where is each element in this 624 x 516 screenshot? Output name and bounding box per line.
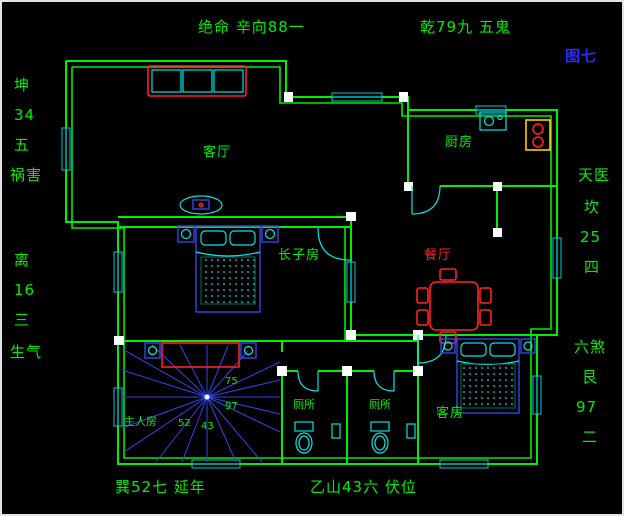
annotation-left-lower-3: 三 — [14, 311, 30, 329]
dining-set — [416, 268, 492, 344]
toilet-fixture-right — [370, 421, 416, 454]
room-label-guest: 客房 — [436, 405, 464, 421]
room-label-dining: 餐厅 — [424, 247, 452, 263]
tv-cabinet — [179, 195, 223, 215]
annotation-left-upper-1: 坤 — [14, 76, 30, 94]
annotation-right-upper-2: 坎 — [584, 198, 600, 216]
pillars-layer — [114, 92, 502, 376]
kitchen-stove — [525, 119, 551, 151]
annotation-left-lower-1: 离 — [14, 251, 30, 269]
room-label-toilet-right: 厕所 — [369, 398, 391, 411]
annotation-left-upper-4: 祸害 — [10, 166, 42, 184]
annotation-right-upper-4: 四 — [584, 258, 600, 276]
annotation-top-left: 绝命 辛向88一 — [198, 18, 305, 36]
annotation-left-lower-2: 16 — [14, 281, 35, 299]
room-label-toilet-left: 厕所 — [293, 398, 315, 411]
annotation-top-right: 乾79九 五鬼 — [420, 18, 511, 36]
compass-number-97: 97 — [225, 401, 238, 412]
windows-layer — [61, 92, 562, 469]
sofa — [147, 65, 247, 97]
room-label-master: 主人房 — [124, 415, 157, 428]
room-label-eldest-son: 长子房 — [278, 247, 320, 263]
radial-compass — [121, 344, 281, 463]
compass-center-dot — [204, 394, 210, 400]
annotation-right-lower-2: 艮 — [582, 368, 598, 386]
kitchen-sink — [479, 111, 507, 131]
bed-guest-room — [440, 338, 536, 414]
room-label-kitchen: 厨房 — [445, 134, 473, 150]
annotation-left-upper-3: 五 — [14, 136, 30, 154]
annotation-right-upper-3: 25 — [580, 228, 601, 246]
annotation-right-upper-1: 天医 — [578, 166, 610, 184]
figure-label: 图七 — [565, 47, 597, 65]
bed-eldest-room — [177, 225, 279, 313]
room-label-living: 客厅 — [203, 144, 231, 160]
compass-number-43: 43 — [201, 421, 214, 432]
compass-number-52: 52 — [178, 418, 191, 429]
annotation-right-lower-4: 二 — [582, 428, 598, 446]
annotation-right-lower-1: 六煞 — [574, 338, 606, 356]
annotation-left-upper-2: 34 — [14, 106, 35, 124]
annotation-bottom-center: 乙山43六 伏位 — [310, 478, 417, 496]
annotation-left-lower-4: 生气 — [10, 343, 42, 361]
toilet-fixture-left — [294, 421, 341, 454]
compass-number-75: 75 — [225, 376, 238, 387]
annotation-bottom-left: 巽52七 延年 — [115, 478, 206, 496]
annotation-right-lower-3: 97 — [576, 398, 597, 416]
bed-master-room — [144, 342, 257, 368]
